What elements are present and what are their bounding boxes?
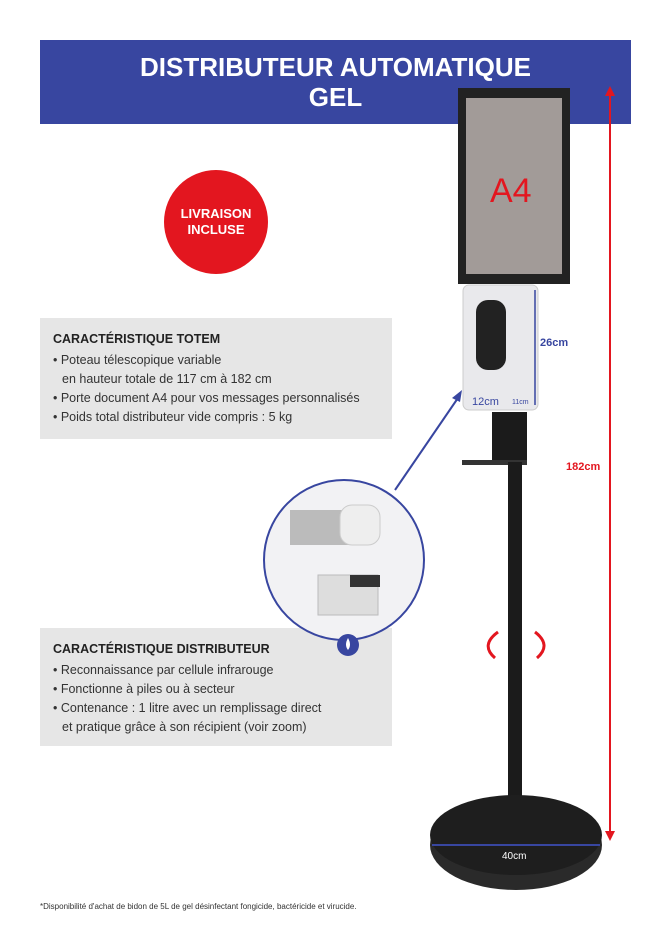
delivery-badge: LIVRAISON INCLUSE	[164, 170, 268, 274]
feature-item: • Reconnaissance par cellule infrarouge	[53, 663, 274, 677]
feature-item: • Contenance : 1 litre avec un remplissa…	[53, 701, 322, 715]
zoom-arrow	[394, 394, 461, 491]
feature-item: • Poteau télescopique variable	[53, 353, 222, 367]
title-line-2: GEL	[308, 82, 363, 112]
total-height-label: 182cm	[566, 461, 601, 473]
height-26cm-label: 26cm	[540, 337, 569, 349]
feature-item: en hauteur totale de 117 cm à 182 cm	[62, 372, 272, 386]
width-12cm-label: 12cm	[472, 396, 499, 408]
pole	[508, 462, 522, 802]
totem-features: CARACTÉRISTIQUE TOTEM • Poteau télescopi…	[40, 318, 392, 439]
feature-item: • Fonctionne à piles ou à secteur	[53, 682, 235, 696]
feature-item: • Porte document A4 pour vos messages pe…	[53, 391, 360, 405]
feature-item: et pratique grâce à son récipient (voir …	[62, 720, 307, 734]
title-line-1: DISTRIBUTEUR AUTOMATIQUE	[140, 52, 531, 82]
badge-line-2: INCLUSE	[187, 222, 245, 237]
badge-line-1: LIVRAISON	[180, 206, 252, 221]
dispenser-title: CARACTÉRISTIQUE DISTRIBUTEUR	[53, 642, 270, 656]
feature-item: • Poids total distributeur vide compris …	[53, 410, 293, 424]
base-width-label: 40cm	[502, 851, 527, 862]
zoom-circle	[263, 479, 425, 641]
a4-label: A4	[490, 172, 532, 210]
footnote: *Disponibilité d'achat de bidon de 5L de…	[40, 902, 357, 911]
totem-title: CARACTÉRISTIQUE TOTEM	[53, 332, 221, 346]
depth-11cm-label: 11cm	[512, 399, 529, 406]
dispenser-features: CARACTÉRISTIQUE DISTRIBUTEUR • Reconnais…	[40, 628, 392, 746]
title-banner: DISTRIBUTEUR AUTOMATIQUE GEL	[40, 40, 631, 124]
